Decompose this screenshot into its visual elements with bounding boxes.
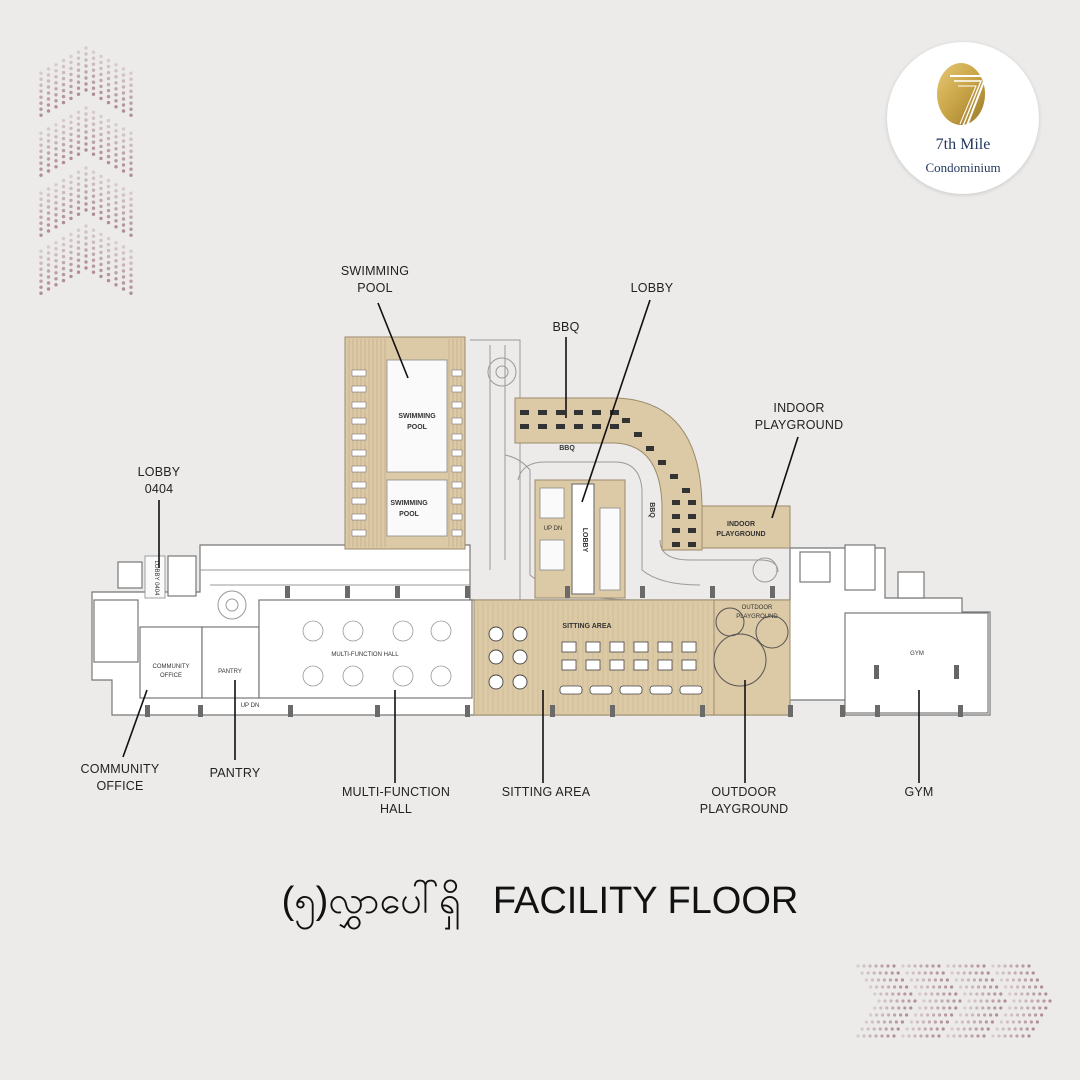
brand-logo: 7th Mile Condominium [887,42,1039,194]
lobby-plan-label: LOBBY [581,528,588,553]
title-myanmar: (၅)လွှာပေါ်ရှိ [281,880,461,922]
pool-2-label-b: POOL [399,511,420,518]
lobby-up-dn: UP DN [544,526,563,532]
bbq-side-label: BBQ [648,502,655,518]
chevron-up-dots [39,166,133,237]
multi-function-hall-plan-label: MULTI-FUNCTION HALL [331,652,399,658]
outdoor-playground-room: OUTDOOR PLAYGROUND [713,599,791,716]
multi-function-hall-room: MULTI-FUNCTION HALL [258,599,473,699]
pantry-room: PANTRY UP DN [201,626,260,709]
callout-swimming-pool-a: SWIMMING [341,264,409,278]
pool-1-label-b: POOL [407,424,428,431]
callout-bbq: BBQ [553,320,580,334]
callout-indoor-playground-a: INDOOR [773,401,824,415]
chevron-up-dots [39,46,133,117]
callout-multi-function-hall-b: HALL [380,802,412,816]
callout-swimming-pool-b: POOL [357,281,393,295]
callout-outdoor-playground-a: OUTDOOR [711,785,776,799]
lobby-0404-plan-label: LOBBY 0404 [153,561,159,597]
pool-2-label-a: SWIMMING [390,500,428,507]
indoor-playground-label-b: PLAYGROUND [716,531,765,538]
callout-multi-function-hall-a: MULTI-FUNCTION [342,785,450,799]
brand-line-1: 7th Mile [935,136,991,153]
callout-indoor-playground-b: PLAYGROUND [755,418,844,432]
callout-lobby-0404-a: LOBBY [138,465,181,479]
callout-lobby-0404-b: 0404 [145,482,174,496]
lobby-core: UP DN LOBBY [534,479,626,599]
callout-pantry: PANTRY [210,766,261,780]
pantry-up-dn: UP DN [241,703,260,709]
community-office-room: COMMUNITY OFFICE [139,626,203,699]
outdoor-playground-label-b: PLAYGROUND [736,614,778,620]
callout-outdoor-playground-b: PLAYGROUND [700,802,789,816]
bbq-deck: BBQ BBQ [514,397,703,551]
indoor-playground-room: INDOOR PLAYGROUND [701,505,791,549]
chevron-right-dots [901,964,962,1038]
chevron-up-dots [39,224,133,295]
community-office-label-a: COMMUNITY [153,664,190,670]
sitting-area-room: SITTING AREA [473,599,715,716]
pantry-plan-label: PANTRY [218,669,242,675]
indoor-playground-label-a: INDOOR [727,521,755,528]
pool-1-label-a: SWIMMING [398,413,436,420]
brand-line-2: Condominium [925,160,1001,175]
bbq-top-label: BBQ [559,445,575,452]
callout-labels: SWIMMING POOL LOBBY BBQ INDOOR PLAYGROUN… [81,264,934,816]
sitting-area-plan-label: SITTING AREA [562,623,611,630]
callout-community-office-a: COMMUNITY [81,762,160,776]
page-title: (၅)လွှာပေါ်ရှိ FACILITY FLOOR [0,876,1080,932]
right-stair-core [799,544,925,599]
courtyard-paths [200,339,779,620]
lobby-0404-core: LOBBY 0404 [93,555,197,663]
callout-lobby: LOBBY [631,281,674,295]
chevron-right-dots [856,964,917,1038]
leader-lines [122,299,920,783]
outdoor-playground-label-a: OUTDOOR [742,605,773,611]
seven-mark-icon [937,63,988,129]
chevron-up-dots [39,106,133,177]
gym-plan-label: GYM [910,651,924,657]
community-office-label-b: OFFICE [160,673,182,679]
title-english: FACILITY FLOOR [492,880,799,922]
callout-community-office-b: OFFICE [96,779,143,793]
chevron-right-dots [946,964,1007,1038]
callout-gym: GYM [904,785,933,799]
chevron-right-dots [991,964,1052,1038]
gym-room: GYM [844,612,989,714]
structural-columns [145,586,963,717]
callout-sitting-area: SITTING AREA [502,785,591,799]
